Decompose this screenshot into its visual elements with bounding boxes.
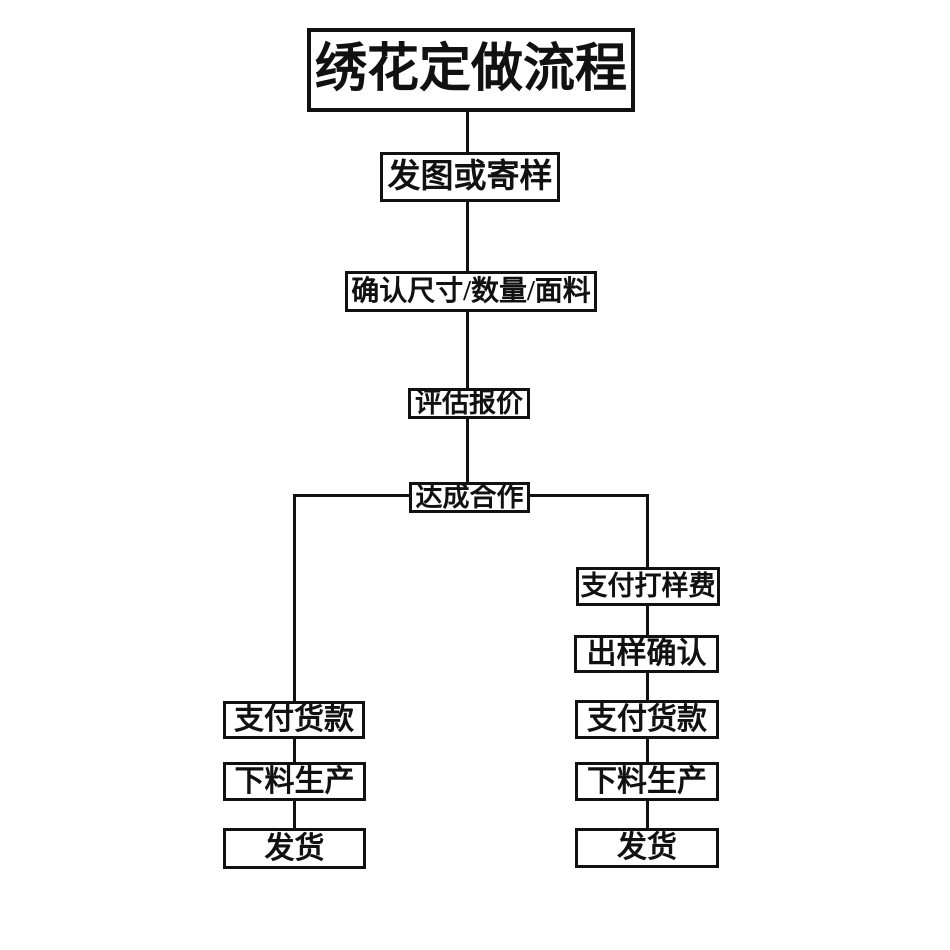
connector-samplingfee-to-sampleconfirm [646, 606, 649, 635]
connector-title-to-send [466, 112, 469, 152]
connector-left-paybalance-to-produce [293, 739, 296, 762]
connector-send-to-confirm [466, 202, 469, 271]
connector-confirm-to-quote [466, 312, 469, 388]
connector-right-produce-to-ship [646, 801, 649, 828]
connector-cooperation-left-horizontal [293, 494, 409, 497]
flow-node-evaluate-quote: 评估报价 [408, 388, 530, 419]
flow-node-right-pay-balance: 支付货款 [575, 700, 719, 739]
flow-node-right-ship: 发货 [575, 828, 719, 868]
flow-node-left-cut-and-produce: 下料生产 [223, 762, 366, 801]
connector-sampleconfirm-to-paybalance [646, 673, 649, 700]
connector-left-branch-vertical [293, 494, 296, 701]
connector-right-branch-vertical [646, 494, 649, 567]
flow-node-title: 绣花定做流程 [307, 28, 635, 112]
flow-node-send-art-or-sample: 发图或寄样 [380, 152, 560, 202]
flow-node-right-sample-confirmation: 出样确认 [574, 635, 719, 673]
flow-node-right-pay-sampling-fee: 支付打样费 [576, 567, 720, 606]
flow-node-confirm-size-qty-fabric: 确认尺寸/数量/面料 [345, 271, 597, 312]
connector-right-paybalance-to-produce [646, 739, 649, 762]
connector-cooperation-right-horizontal [530, 494, 649, 497]
flow-node-right-cut-and-produce: 下料生产 [575, 762, 719, 801]
flow-node-left-ship: 发货 [223, 828, 366, 869]
flow-node-reach-cooperation: 达成合作 [409, 482, 530, 513]
connector-quote-to-cooperation [466, 418, 469, 482]
connector-left-produce-to-ship [293, 801, 296, 828]
flow-node-left-pay-balance: 支付货款 [223, 701, 365, 739]
